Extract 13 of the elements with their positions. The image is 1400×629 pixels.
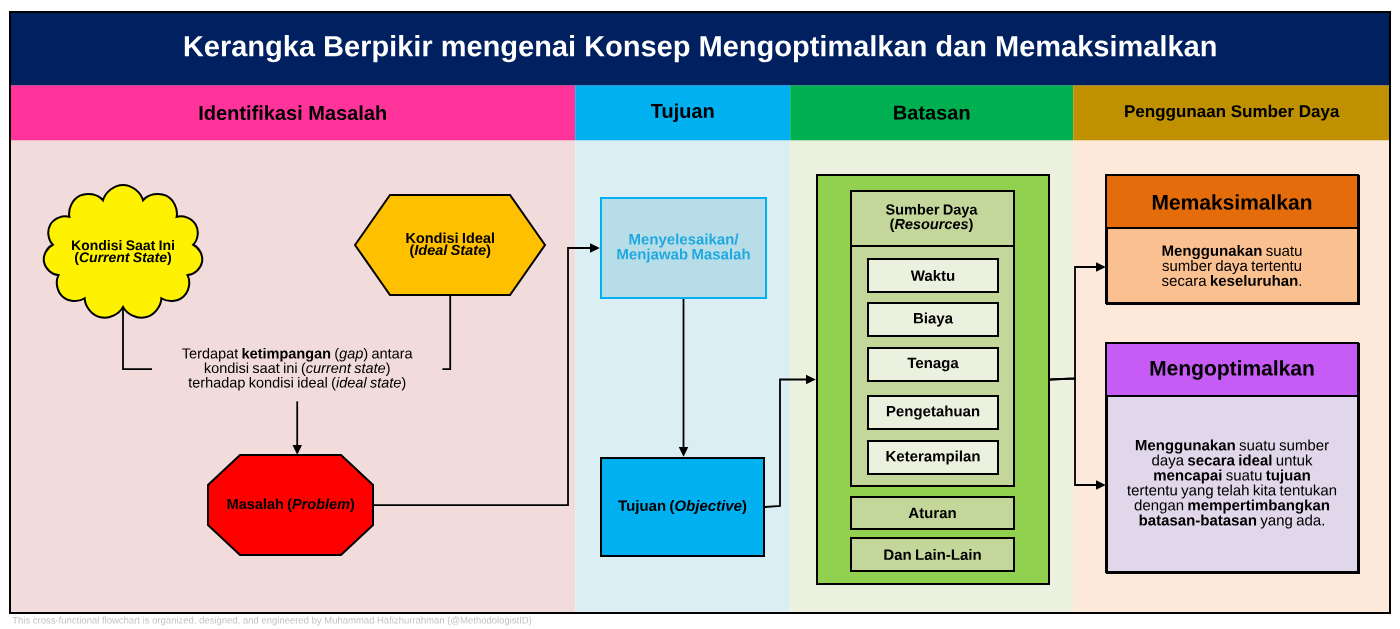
title-bar: Kerangka Berpikir mengenai Konsep Mengoptimalkan dan Memaksimalkan bbox=[10, 12, 1391, 86]
item-box: Keterampilan bbox=[867, 440, 999, 475]
item-box: Waktu bbox=[867, 258, 999, 293]
item-box: Tenaga bbox=[867, 347, 999, 382]
gap-text: Terdapat ketimpangan (gap) antara kondisi saat ini (current state) terhadap kondisi ideal (ideal state) bbox=[182, 347, 413, 391]
process-box: Tujuan (Objective) bbox=[600, 457, 765, 557]
definition-card: Mengoptimalkan Menggunakan suatu sumber daya secara ideal untuk mencapai suatu tujuan tertentu yang telah kita tentukan dengan mempertimbangkan batasan-batasan yang ada. bbox=[1105, 342, 1360, 574]
item-box: Aturan bbox=[850, 496, 1015, 530]
item-box: Dan Lain-Lain bbox=[850, 537, 1015, 572]
definition-card: Memaksimalkan Menggunakan suatu sumber daya tertentu secara keseluruhan. bbox=[1105, 174, 1360, 305]
item-box: Biaya bbox=[867, 302, 999, 337]
process-box: Menyelesaikan/ Menjawab Masalah bbox=[600, 197, 767, 299]
item-box: Pengetahuan bbox=[867, 395, 999, 430]
